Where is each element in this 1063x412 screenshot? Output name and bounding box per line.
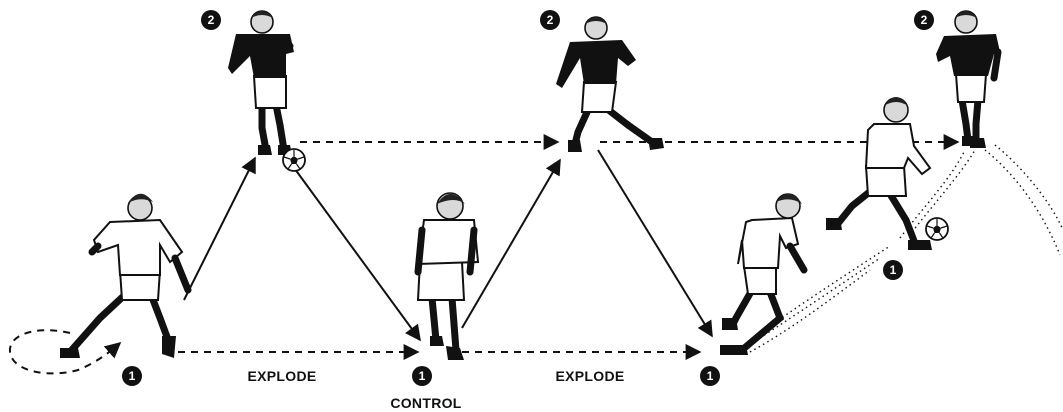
player-2-badge-c: 2 [914,10,934,30]
speed-trail-3 [769,245,891,327]
pass-1-to-2-a [183,156,256,301]
pass-2-to-1-b [597,149,713,338]
svg-text:2: 2 [921,13,928,27]
player-1-badge-dribble: 1 [883,260,903,280]
pass-1-to-2-b [461,158,561,329]
player-2-position-b [556,16,664,152]
explode-label-1: EXPLODE [247,368,316,384]
svg-text:1: 1 [890,263,897,277]
svg-text:2: 2 [547,13,554,27]
player-2-badge-b: 2 [540,10,560,30]
player-1-badge-start: 1 [122,366,142,386]
svg-text:1: 1 [707,369,714,383]
svg-text:1: 1 [129,369,136,383]
player-1-badge-control: 1 [412,366,432,386]
svg-text:2: 2 [208,13,215,27]
speed-trail-7 [994,144,1063,231]
player-1-running [720,193,808,355]
control-label: CONTROL [390,395,461,411]
ball-at-player-1 [925,217,949,241]
player-2-position-a [228,10,294,155]
player-1-control [414,192,480,360]
player-2-badge-a: 2 [201,10,221,30]
svg-text:1: 1 [419,369,426,383]
explode-label-2: EXPLODE [555,368,624,384]
ball-at-player-2 [282,148,306,172]
speed-trail-1 [749,269,871,353]
player-1-badge-explode: 1 [700,366,720,386]
dribble-loop [8,329,122,375]
player-2-position-c [936,10,1002,148]
speed-trail-5 [911,149,976,233]
player-1-dribbling [826,97,932,250]
speed-trail-2 [759,257,881,339]
pass-2-to-1-a [291,164,421,342]
speed-trail-6 [984,149,1061,256]
player-1-kicking [60,193,192,358]
